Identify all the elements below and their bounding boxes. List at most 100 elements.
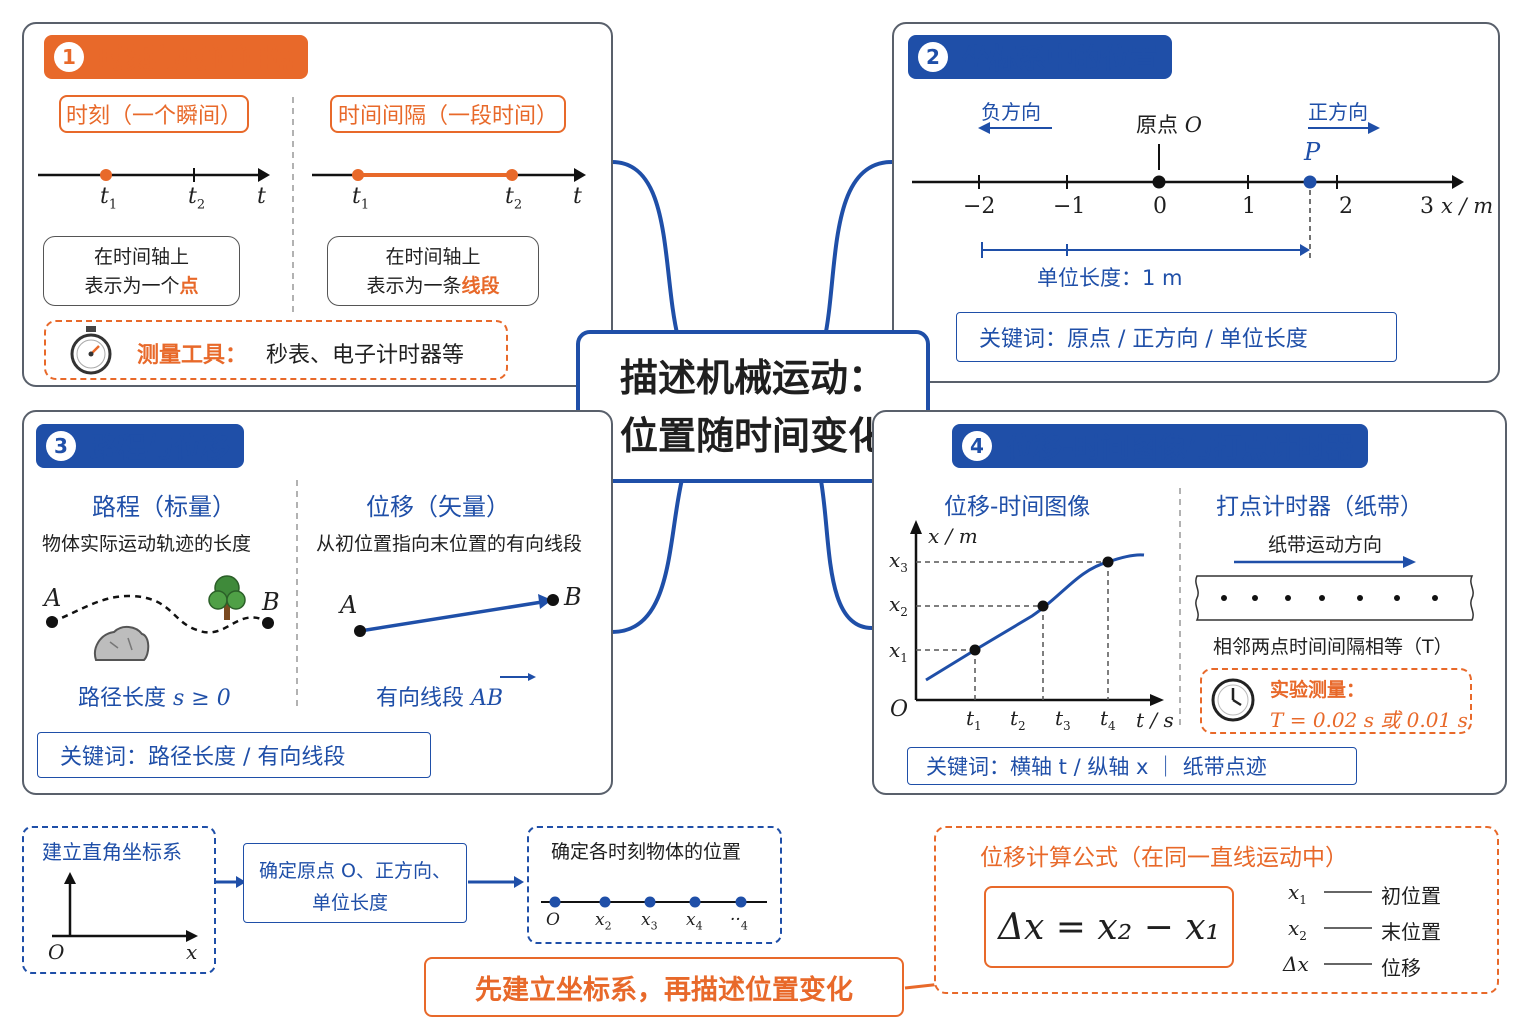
graph-y-axis-label: x / m <box>928 524 978 548</box>
center-line1: 描述机械运动： <box>619 355 886 400</box>
tree-icon <box>208 575 246 620</box>
graph-y-tick-x1: x1 <box>889 638 908 665</box>
callout-line1: 在时间轴上 <box>385 246 481 268</box>
step1-x: x <box>186 940 198 964</box>
tick-1: 1 <box>1242 194 1256 219</box>
tick-2: 2 <box>1339 194 1353 219</box>
vector-point-b: B <box>564 583 582 611</box>
formula-main: Δx = x₂ − x₁ <box>998 906 1220 948</box>
panel1-title-tag: 1 时刻与时间间隔 <box>44 35 309 79</box>
legend-x2: x2 <box>1288 916 1307 943</box>
panel2-title: 坐标系中的位置 <box>962 42 1159 75</box>
tools-text: 秒表、电子计时器等 <box>266 343 465 368</box>
measure-value: T = 0.02 s 或 0.01 s <box>1270 708 1468 732</box>
panel2-number: 2 <box>918 42 948 72</box>
rock-icon <box>94 626 150 661</box>
step3-label: 确定各时刻物体的位置 <box>551 841 742 863</box>
step2-line2: 单位长度 <box>312 892 389 914</box>
stopwatch-icon <box>70 326 112 375</box>
axis-t2-right: t2 <box>505 184 523 213</box>
step1-label: 建立直角坐标系 <box>42 840 182 864</box>
step3-line <box>541 896 767 908</box>
clock-icon <box>1211 678 1255 722</box>
path-point-b: B <box>262 588 280 616</box>
axis-t2-left: t2 <box>188 184 206 213</box>
panel1-title: 时刻与时间间隔 <box>98 42 295 75</box>
time-axes <box>38 97 586 312</box>
step3-box <box>527 826 782 944</box>
unit-length-label: 单位长度：1 m <box>1037 266 1183 290</box>
xt-graph <box>910 488 1474 730</box>
graph-x-axis-label: t / s <box>1136 708 1174 732</box>
tape-note: 相邻两点时间间隔相等（T） <box>1213 636 1453 658</box>
tick-3: 3 <box>1420 194 1434 219</box>
legend-x2-text: 末位置 <box>1381 920 1441 944</box>
displacement-title: 位移（矢量） <box>366 493 510 521</box>
interval-callout: 在时间轴上 表示为一条线段 <box>327 236 539 306</box>
axis-t1-left: t1 <box>100 184 118 213</box>
vector-point-a: A <box>340 591 358 619</box>
panel-distance-displacement <box>22 410 613 795</box>
graph-x-tick-t4: t4 <box>1100 706 1116 733</box>
graph-origin: O <box>890 697 909 722</box>
path-length-label: 路径长度 s ≥ 0 <box>78 686 231 711</box>
conclusion-box: 先建立坐标系，再描述位置变化 <box>424 957 904 1017</box>
axis-t1-right: t1 <box>352 184 370 213</box>
distance-title: 路程（标量） <box>92 493 236 521</box>
tape-title: 打点计时器（纸带） <box>1216 494 1423 520</box>
panel2-keywords: 关键词：原点 / 正方向 / 单位长度 <box>956 312 1397 362</box>
moment-label: 时刻（一个瞬间） <box>59 95 249 133</box>
step2-box <box>243 843 467 923</box>
step1-box <box>22 826 216 974</box>
step1-origin: O <box>48 940 65 964</box>
interval-label: 时间间隔（一段时间） <box>330 95 566 133</box>
graph-x-tick-t1: t1 <box>966 706 982 733</box>
tick-0: 0 <box>1153 194 1167 219</box>
displacement-description: 从初位置指向末位置的有向线段 <box>316 533 583 555</box>
graph-x-tick-t2: t2 <box>1010 706 1026 733</box>
callout-line2: 表示为一条线段 <box>366 275 500 297</box>
legend-dx-text: 位移 <box>1381 956 1421 980</box>
negative-direction-label: 负方向 <box>981 100 1041 124</box>
number-line <box>912 122 1464 260</box>
path-drawing <box>46 480 559 710</box>
callout-line2: 表示为一个点 <box>84 275 199 297</box>
center-topic: 描述机械运动： 位置随时间变化 <box>576 330 930 483</box>
panel3-keywords: 关键词：路径长度 / 有向线段 <box>37 732 431 778</box>
tools-box <box>44 320 508 380</box>
step2-line1: 确定原点 O、正方向、 <box>259 860 451 882</box>
step3-label-x2: x2 <box>595 910 612 933</box>
callout-line1: 在时间轴上 <box>93 246 189 268</box>
graph-y-tick-x3: x3 <box>889 548 908 575</box>
panel4-number: 4 <box>962 431 992 461</box>
tape-direction-label: 纸带运动方向 <box>1268 534 1383 556</box>
measure-label: 实验测量： <box>1270 679 1366 701</box>
positive-direction-label: 正方向 <box>1308 100 1368 124</box>
panel1-number: 1 <box>54 42 84 72</box>
panel4-keywords: 关键词：横轴 t / 纵轴 x ｜ 纸带点迹 <box>907 747 1357 785</box>
formula-main-box: Δx = x₂ − x₁ <box>984 886 1234 968</box>
tick-minus-2: −2 <box>963 194 996 219</box>
center-line2: 位置随时间变化 <box>619 413 886 458</box>
tick-minus-1: −1 <box>1053 194 1086 219</box>
step3-label-o: O <box>546 910 560 930</box>
axis-t-left: t <box>257 184 266 209</box>
point-p-label: P <box>1304 138 1321 166</box>
graph-x-tick-t3: t3 <box>1055 706 1071 733</box>
origin-label: 原点 O <box>1136 113 1202 137</box>
legend-dashes <box>1324 891 1372 965</box>
path-point-a: A <box>44 584 62 612</box>
panel3-title: 路程与位移 <box>90 431 231 464</box>
step3-label-x4: x4 <box>686 910 703 933</box>
axis-t-right: t <box>573 184 582 209</box>
legend-x1: x1 <box>1288 880 1307 907</box>
graph-title: 位移-时间图像 <box>944 494 1091 520</box>
vector-label: 有向线段 AB <box>376 686 504 711</box>
panel3-number: 3 <box>46 431 76 461</box>
panel4-title-tag: 4 位移-时间图像与打点计时器 <box>952 424 1368 468</box>
formula-title: 位移计算公式（在同一直线运动中） <box>980 845 1348 871</box>
step3-label-x3: x3 <box>641 910 658 933</box>
legend-x1-text: 初位置 <box>1381 884 1441 908</box>
conclusion-text: 先建立坐标系，再描述位置变化 <box>475 974 853 1006</box>
